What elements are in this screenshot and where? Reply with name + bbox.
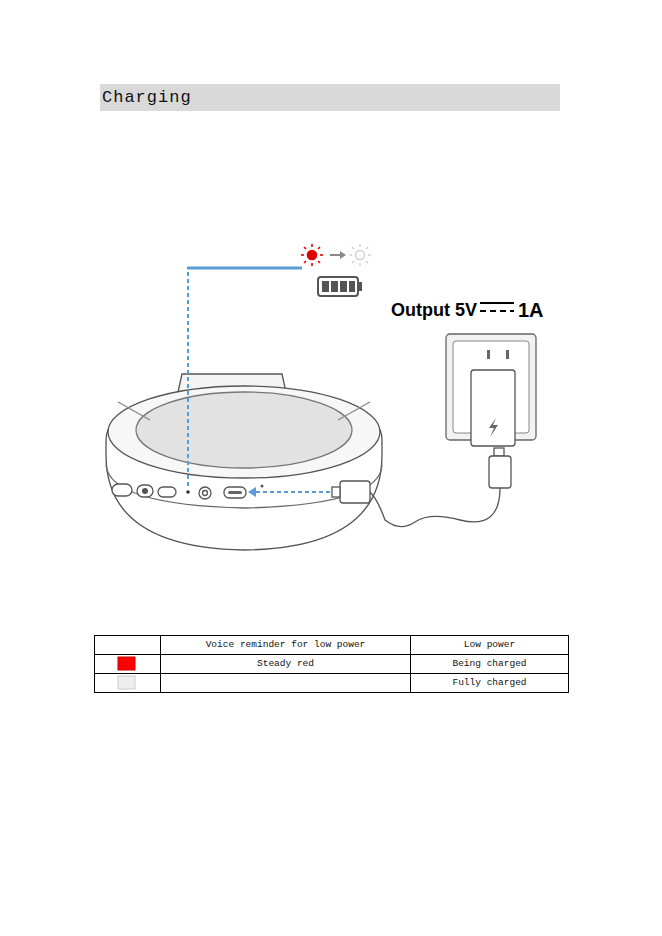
- table-cell: Low power: [411, 635, 568, 654]
- spec-text: Output 5V: [391, 298, 477, 322]
- white-swatch: [118, 676, 135, 689]
- section-title: Charging: [102, 84, 192, 111]
- earcup: [106, 374, 382, 550]
- red-swatch: [118, 657, 135, 670]
- wall-outlet: [446, 334, 536, 446]
- table-cell: Voice reminder for low power: [161, 635, 410, 654]
- usb-cable: [332, 448, 511, 527]
- led-white-icon: [349, 244, 371, 266]
- spec-text: 1A: [518, 298, 544, 322]
- battery-icon: [318, 277, 362, 296]
- table-grid: [95, 636, 569, 693]
- table-cell: Fully charged: [411, 673, 568, 692]
- title-band: [100, 84, 560, 111]
- table-cell: Steady red: [161, 654, 410, 673]
- table-cell: Being charged: [411, 654, 568, 673]
- led-red-icon: [301, 244, 323, 266]
